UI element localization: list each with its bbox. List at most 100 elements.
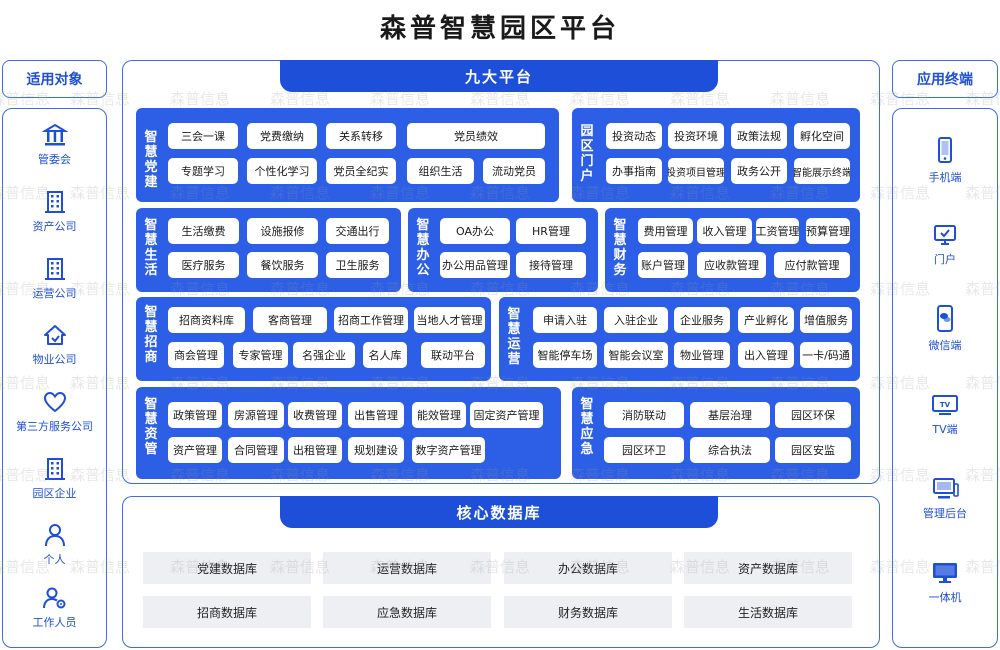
platform-module-button[interactable]: 卫生服务 bbox=[326, 252, 389, 278]
platform-group-label: 园区门户 bbox=[580, 124, 594, 184]
left-item[interactable]: 管委会 bbox=[2, 122, 107, 167]
platform-module-button[interactable]: 政策法规 bbox=[731, 123, 787, 149]
platform-module-button[interactable]: 园区环卫 bbox=[604, 437, 684, 463]
platform-module-button[interactable]: 办公用品管理 bbox=[440, 252, 510, 278]
platform-module-button[interactable]: 投资项目管理 bbox=[668, 158, 724, 184]
platform-module-button[interactable]: 收入管理 bbox=[697, 218, 752, 244]
platform-module-button[interactable]: 资产管理 bbox=[168, 437, 222, 463]
platform-module-button[interactable]: 产业孵化 bbox=[738, 307, 794, 333]
platform-module-button[interactable]: 一卡/码通 bbox=[800, 342, 852, 368]
right-item[interactable]: 手机端 bbox=[892, 136, 998, 185]
platform-module-button[interactable]: 生活缴费 bbox=[168, 218, 239, 244]
platform-module-button[interactable]: 孵化空间 bbox=[794, 123, 850, 149]
platform-module-button[interactable]: 智能停车场 bbox=[533, 342, 597, 368]
platform-module-button[interactable]: 名强企业 bbox=[293, 342, 355, 368]
platform-module-button[interactable]: 规划建设 bbox=[348, 437, 404, 463]
platform-module-button[interactable]: 能效管理 bbox=[412, 402, 466, 428]
left-item[interactable]: 物业公司 bbox=[2, 322, 107, 367]
platform-module-button[interactable]: 流动党员 bbox=[483, 158, 545, 184]
left-item[interactable]: 资产公司 bbox=[2, 189, 107, 234]
left-item[interactable]: 园区企业 bbox=[2, 456, 107, 501]
platform-module-button[interactable]: 费用管理 bbox=[638, 218, 693, 244]
platform-module-button[interactable]: 关系转移 bbox=[326, 123, 396, 149]
platform-module-button[interactable]: 医疗服务 bbox=[168, 252, 239, 278]
left-item-label: 个人 bbox=[43, 553, 66, 566]
platform-module-button[interactable]: 商会管理 bbox=[168, 342, 224, 368]
platform-module-button[interactable]: 综合执法 bbox=[690, 437, 770, 463]
platform-module-button[interactable]: 投资动态 bbox=[606, 123, 662, 149]
mobile-phone-icon bbox=[932, 136, 958, 166]
database-item[interactable]: 财务数据库 bbox=[504, 596, 672, 628]
platform-module-button[interactable]: 客商管理 bbox=[253, 307, 327, 333]
platform-module-button[interactable]: 园区安监 bbox=[775, 437, 851, 463]
platform-module-button[interactable]: 预算管理 bbox=[806, 218, 850, 244]
platform-module-button[interactable]: 出售管理 bbox=[348, 402, 404, 428]
platform-module-button[interactable]: 入驻企业 bbox=[604, 307, 668, 333]
platform-module-button[interactable]: 应付款管理 bbox=[774, 252, 850, 278]
platform-module-button[interactable]: 合同管理 bbox=[228, 437, 284, 463]
government-building-icon bbox=[41, 122, 68, 148]
platform-module-button[interactable]: 出租管理 bbox=[288, 437, 342, 463]
platform-module-button[interactable]: 组织生活 bbox=[407, 158, 474, 184]
database-item[interactable]: 党建数据库 bbox=[143, 552, 311, 584]
platform-module-button[interactable]: 工资管理 bbox=[756, 218, 799, 244]
platform-module-button[interactable]: 餐饮服务 bbox=[247, 252, 318, 278]
platform-group-label: 智慧财务 bbox=[613, 218, 627, 278]
platform-module-button[interactable]: 应收款管理 bbox=[697, 252, 766, 278]
platform-module-button[interactable]: 党员绩效 bbox=[407, 123, 545, 149]
database-item[interactable]: 运营数据库 bbox=[323, 552, 491, 584]
platform-module-button[interactable]: OA办公 bbox=[440, 218, 510, 244]
left-item[interactable]: 工作人员 bbox=[2, 585, 107, 630]
platform-module-button[interactable]: 名人库 bbox=[363, 342, 407, 368]
platform-module-button[interactable]: 固定资产管理 bbox=[470, 402, 543, 428]
platform-module-button[interactable]: 个性化学习 bbox=[247, 158, 317, 184]
platform-module-button[interactable]: 设施报修 bbox=[247, 218, 318, 244]
platform-module-button[interactable]: HR管理 bbox=[516, 218, 586, 244]
platform-module-button[interactable]: 物业管理 bbox=[674, 342, 730, 368]
platform-module-button[interactable]: 联动平台 bbox=[421, 342, 485, 368]
platform-module-button[interactable]: 招商工作管理 bbox=[334, 307, 408, 333]
database-item[interactable]: 招商数据库 bbox=[143, 596, 311, 628]
platform-module-button[interactable]: 专题学习 bbox=[168, 158, 238, 184]
left-item[interactable]: 第三方服务公司 bbox=[2, 389, 107, 434]
platform-module-button[interactable]: 增值服务 bbox=[800, 307, 852, 333]
platform-module-button[interactable]: 接待管理 bbox=[516, 252, 586, 278]
database-item[interactable]: 办公数据库 bbox=[504, 552, 672, 584]
platform-module-button[interactable]: 智能会议室 bbox=[604, 342, 668, 368]
right-item[interactable]: 门户 bbox=[892, 222, 998, 267]
database-item[interactable]: 应急数据库 bbox=[323, 596, 491, 628]
right-item-label: 手机端 bbox=[928, 171, 962, 184]
platform-module-button[interactable]: 当地人才管理 bbox=[414, 307, 485, 333]
platform-module-button[interactable]: 基层治理 bbox=[690, 402, 770, 428]
platform-module-button[interactable]: 数字资产管理 bbox=[412, 437, 485, 463]
platform-module-button[interactable]: 智能展示终端 bbox=[794, 158, 850, 184]
platform-module-button[interactable]: 党费缴纳 bbox=[247, 123, 317, 149]
left-item[interactable]: 个人 bbox=[2, 522, 107, 567]
platform-module-button[interactable]: 园区环保 bbox=[775, 402, 851, 428]
platform-module-button[interactable]: 三会一课 bbox=[168, 123, 238, 149]
platform-module-button[interactable]: 企业服务 bbox=[674, 307, 730, 333]
platform-module-button[interactable]: 办事指南 bbox=[606, 158, 662, 184]
platform-module-button[interactable]: 收费管理 bbox=[288, 402, 342, 428]
left-item[interactable]: 运营公司 bbox=[2, 256, 107, 301]
platform-module-button[interactable]: 招商资料库 bbox=[168, 307, 245, 333]
platform-module-button[interactable]: 房源管理 bbox=[228, 402, 284, 428]
platform-module-button[interactable]: 投资环境 bbox=[668, 123, 724, 149]
platform-module-button[interactable]: 申请入驻 bbox=[533, 307, 597, 333]
platform-module-button[interactable]: 政策管理 bbox=[168, 402, 222, 428]
heart-icon bbox=[42, 389, 68, 415]
database-item[interactable]: 资产数据库 bbox=[684, 552, 852, 584]
platform-module-button[interactable]: 消防联动 bbox=[604, 402, 684, 428]
platform-module-button[interactable]: 账户管理 bbox=[638, 252, 688, 278]
platform-module-button[interactable]: 党员全纪实 bbox=[326, 158, 396, 184]
right-item[interactable]: 一体机 bbox=[892, 560, 998, 605]
database-item[interactable]: 生活数据库 bbox=[684, 596, 852, 628]
right-item[interactable]: 微信端 bbox=[892, 304, 998, 353]
platform-module-button[interactable]: 专家管理 bbox=[233, 342, 288, 368]
platform-module-button[interactable]: 出入管理 bbox=[738, 342, 794, 368]
platform-module-button[interactable]: 政务公开 bbox=[731, 158, 787, 184]
admin-console-icon bbox=[930, 476, 960, 502]
platform-module-button[interactable]: 交通出行 bbox=[326, 218, 389, 244]
right-item[interactable]: 管理后台 bbox=[892, 476, 998, 521]
